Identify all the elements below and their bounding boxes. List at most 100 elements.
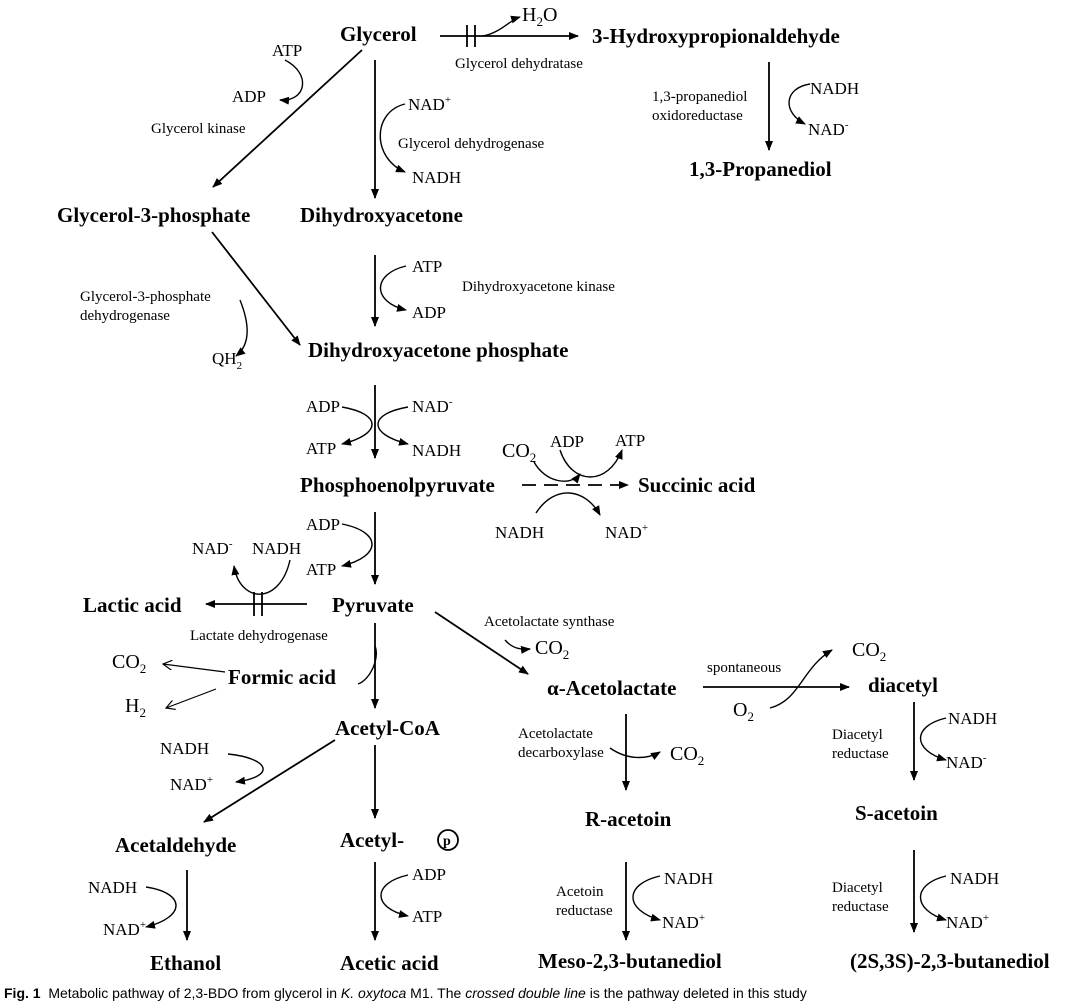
cof-nadh-acald: NADH xyxy=(160,739,209,758)
enz-glycerol-dehydrogenase: Glycerol dehydrogenase xyxy=(398,136,545,152)
met-pyruvate: Pyruvate xyxy=(332,593,414,617)
succ-adp-atp-curve xyxy=(559,449,623,478)
enz-ar-line1: Acetoin xyxy=(556,884,604,900)
formic-curve xyxy=(357,645,377,685)
figure-caption: Fig. 1 Metabolic pathway of 2,3-BDO from… xyxy=(4,985,1078,1001)
ldh-cofactor-curve xyxy=(231,559,291,595)
cof-nad-pdor: NAD- xyxy=(808,119,849,139)
cof-adp-dhak: ADP xyxy=(412,303,446,322)
cof-nad-eth: NAD+ xyxy=(103,919,146,939)
pep-nad-nadh-curve xyxy=(377,406,409,446)
enz-pdor-line2: oxidoreductase xyxy=(652,108,743,124)
ar-cofactor-curve xyxy=(632,875,661,922)
ald-co2-curve xyxy=(609,747,661,761)
cof-nadh-pdor: NADH xyxy=(810,79,859,98)
caption-part1: Metabolic pathway of 2,3-BDO from glycer… xyxy=(48,985,341,1001)
enz-spontaneous: spontaneous xyxy=(707,660,781,676)
met-propanediol: 1,3-Propanediol xyxy=(689,157,832,181)
cof-nadh-gdh: NADH xyxy=(412,168,461,187)
enz-ar-line2: reductase xyxy=(556,903,613,919)
enz-pdor-line1: 1,3-propanediol xyxy=(652,89,747,105)
cof-nadh-dar2: NADH xyxy=(950,869,999,888)
cof-nad-dar: NAD- xyxy=(946,752,987,772)
cof-co2-formic: CO2 xyxy=(112,651,146,676)
cof-adp-acp: ADP xyxy=(412,865,446,884)
g3pdh-cofactor-curve xyxy=(235,299,248,357)
arrow-formic-to-h2 xyxy=(166,688,217,708)
caption-part2: M1. The xyxy=(406,985,466,1001)
gdh-cofactor-curve xyxy=(379,103,406,173)
cof-nadh-eth: NADH xyxy=(88,878,137,897)
met-dha: Dihydroxyacetone xyxy=(300,203,463,227)
acp-cofactor-curve xyxy=(380,874,409,918)
als-co2-curve xyxy=(504,639,531,654)
cof-nad-succ: NAD+ xyxy=(605,522,648,542)
phospho-circle xyxy=(437,829,459,851)
enz-dar2-line2: reductase xyxy=(832,899,889,915)
enz-dar2-line1: Diacetyl xyxy=(832,880,883,896)
cof-co2-ald: CO2 xyxy=(670,743,704,768)
enz-g3pdh-line1: Glycerol-3-phosphate xyxy=(80,289,211,305)
met-sacetoin: S-acetoin xyxy=(855,801,938,825)
dar-cofactor-curve xyxy=(919,717,947,762)
cof-atp-pyr: ATP xyxy=(306,560,336,579)
cof-adp-pyr: ADP xyxy=(306,515,340,534)
caption-species: K. oxytoca xyxy=(340,985,407,1001)
met-ethanol: Ethanol xyxy=(150,951,221,975)
cof-o2: O2 xyxy=(733,699,754,724)
succ-nadh-nad-curve xyxy=(535,492,601,516)
pathway-diagram: Glycerol 3-Hydroxypropionaldehyde 1,3-Pr… xyxy=(57,4,1050,975)
h2o-curve xyxy=(482,15,521,37)
cof-atp-pep: ATP xyxy=(306,439,336,458)
cof-adp-pep: ADP xyxy=(306,397,340,416)
cof-nad-ldh: NAD- xyxy=(192,538,233,558)
caption-fig-label: Fig. 1 xyxy=(4,985,41,1001)
gk-cofactor-curve xyxy=(279,59,304,105)
cof-nad-dar2: NAD+ xyxy=(946,912,989,932)
enz-glycerol-kinase: Glycerol kinase xyxy=(151,121,246,137)
cof-qh2: QH2 xyxy=(212,349,242,372)
cof-nad-gdh: NAD+ xyxy=(408,94,451,114)
enz-ald-line1: Acetolactate xyxy=(518,726,593,742)
cof-nadh-succ: NADH xyxy=(495,523,544,542)
met-acetaldehyde: Acetaldehyde xyxy=(115,833,236,857)
met-diacetyl: diacetyl xyxy=(868,673,938,697)
met-acetylcoa: Acetyl-CoA xyxy=(335,716,441,740)
pep-adp-atp-curve xyxy=(341,406,373,446)
eth-cofactor-curve xyxy=(145,886,177,929)
met-formic: Formic acid xyxy=(228,665,336,689)
enz-glycerol-dehydratase: Glycerol dehydratase xyxy=(455,56,583,72)
cof-h2-formic: H2 xyxy=(125,695,146,720)
met-glycerol: Glycerol xyxy=(340,22,417,46)
cof-adp-gk: ADP xyxy=(232,87,266,106)
dar2-cofactor-curve xyxy=(919,875,947,922)
cof-co2-succ: CO2 xyxy=(502,440,536,465)
cof-nad-pep: NAD- xyxy=(412,396,453,416)
enz-g3pdh-line2: dehydrogenase xyxy=(80,308,170,324)
cof-nadh-ar: NADH xyxy=(664,869,713,888)
cof-nadh-ldh: NADH xyxy=(252,539,301,558)
enz-ldh: Lactate dehydrogenase xyxy=(190,628,328,644)
met-meso: Meso-2,3-butanediol xyxy=(538,949,722,973)
cof-co2-als: CO2 xyxy=(535,637,569,662)
met-acetic: Acetic acid xyxy=(340,951,439,975)
arrow-formic-to-co2 xyxy=(163,664,226,673)
cof-atp-acp: ATP xyxy=(412,907,442,926)
enz-dha-kinase: Dihydroxyacetone kinase xyxy=(462,279,615,295)
cof-adp-succ: ADP xyxy=(550,432,584,451)
met-acetylp: Acetyl- xyxy=(340,828,404,852)
met-dhap: Dihydroxyacetone phosphate xyxy=(308,338,568,362)
arrow-pyruvate-to-acetolactate xyxy=(434,611,529,675)
enz-als: Acetolactate synthase xyxy=(484,614,615,630)
pyr-cofactor-curve xyxy=(341,523,373,568)
spontaneous-o2-co2-curve xyxy=(769,649,833,709)
acald-cofactor-curve xyxy=(227,753,264,785)
met-hpa: 3-Hydroxypropionaldehyde xyxy=(592,24,840,48)
enz-dar-line2: reductase xyxy=(832,746,889,762)
cof-h2o: H2O xyxy=(522,4,557,29)
caption-part3: is the pathway deleted in this study xyxy=(585,985,807,1001)
phospho-symbol: p xyxy=(443,834,451,849)
caption-crossed: crossed double line xyxy=(465,985,586,1001)
arrow-glycerol-to-g3p xyxy=(212,49,363,188)
cof-nad-acald: NAD+ xyxy=(170,774,213,794)
